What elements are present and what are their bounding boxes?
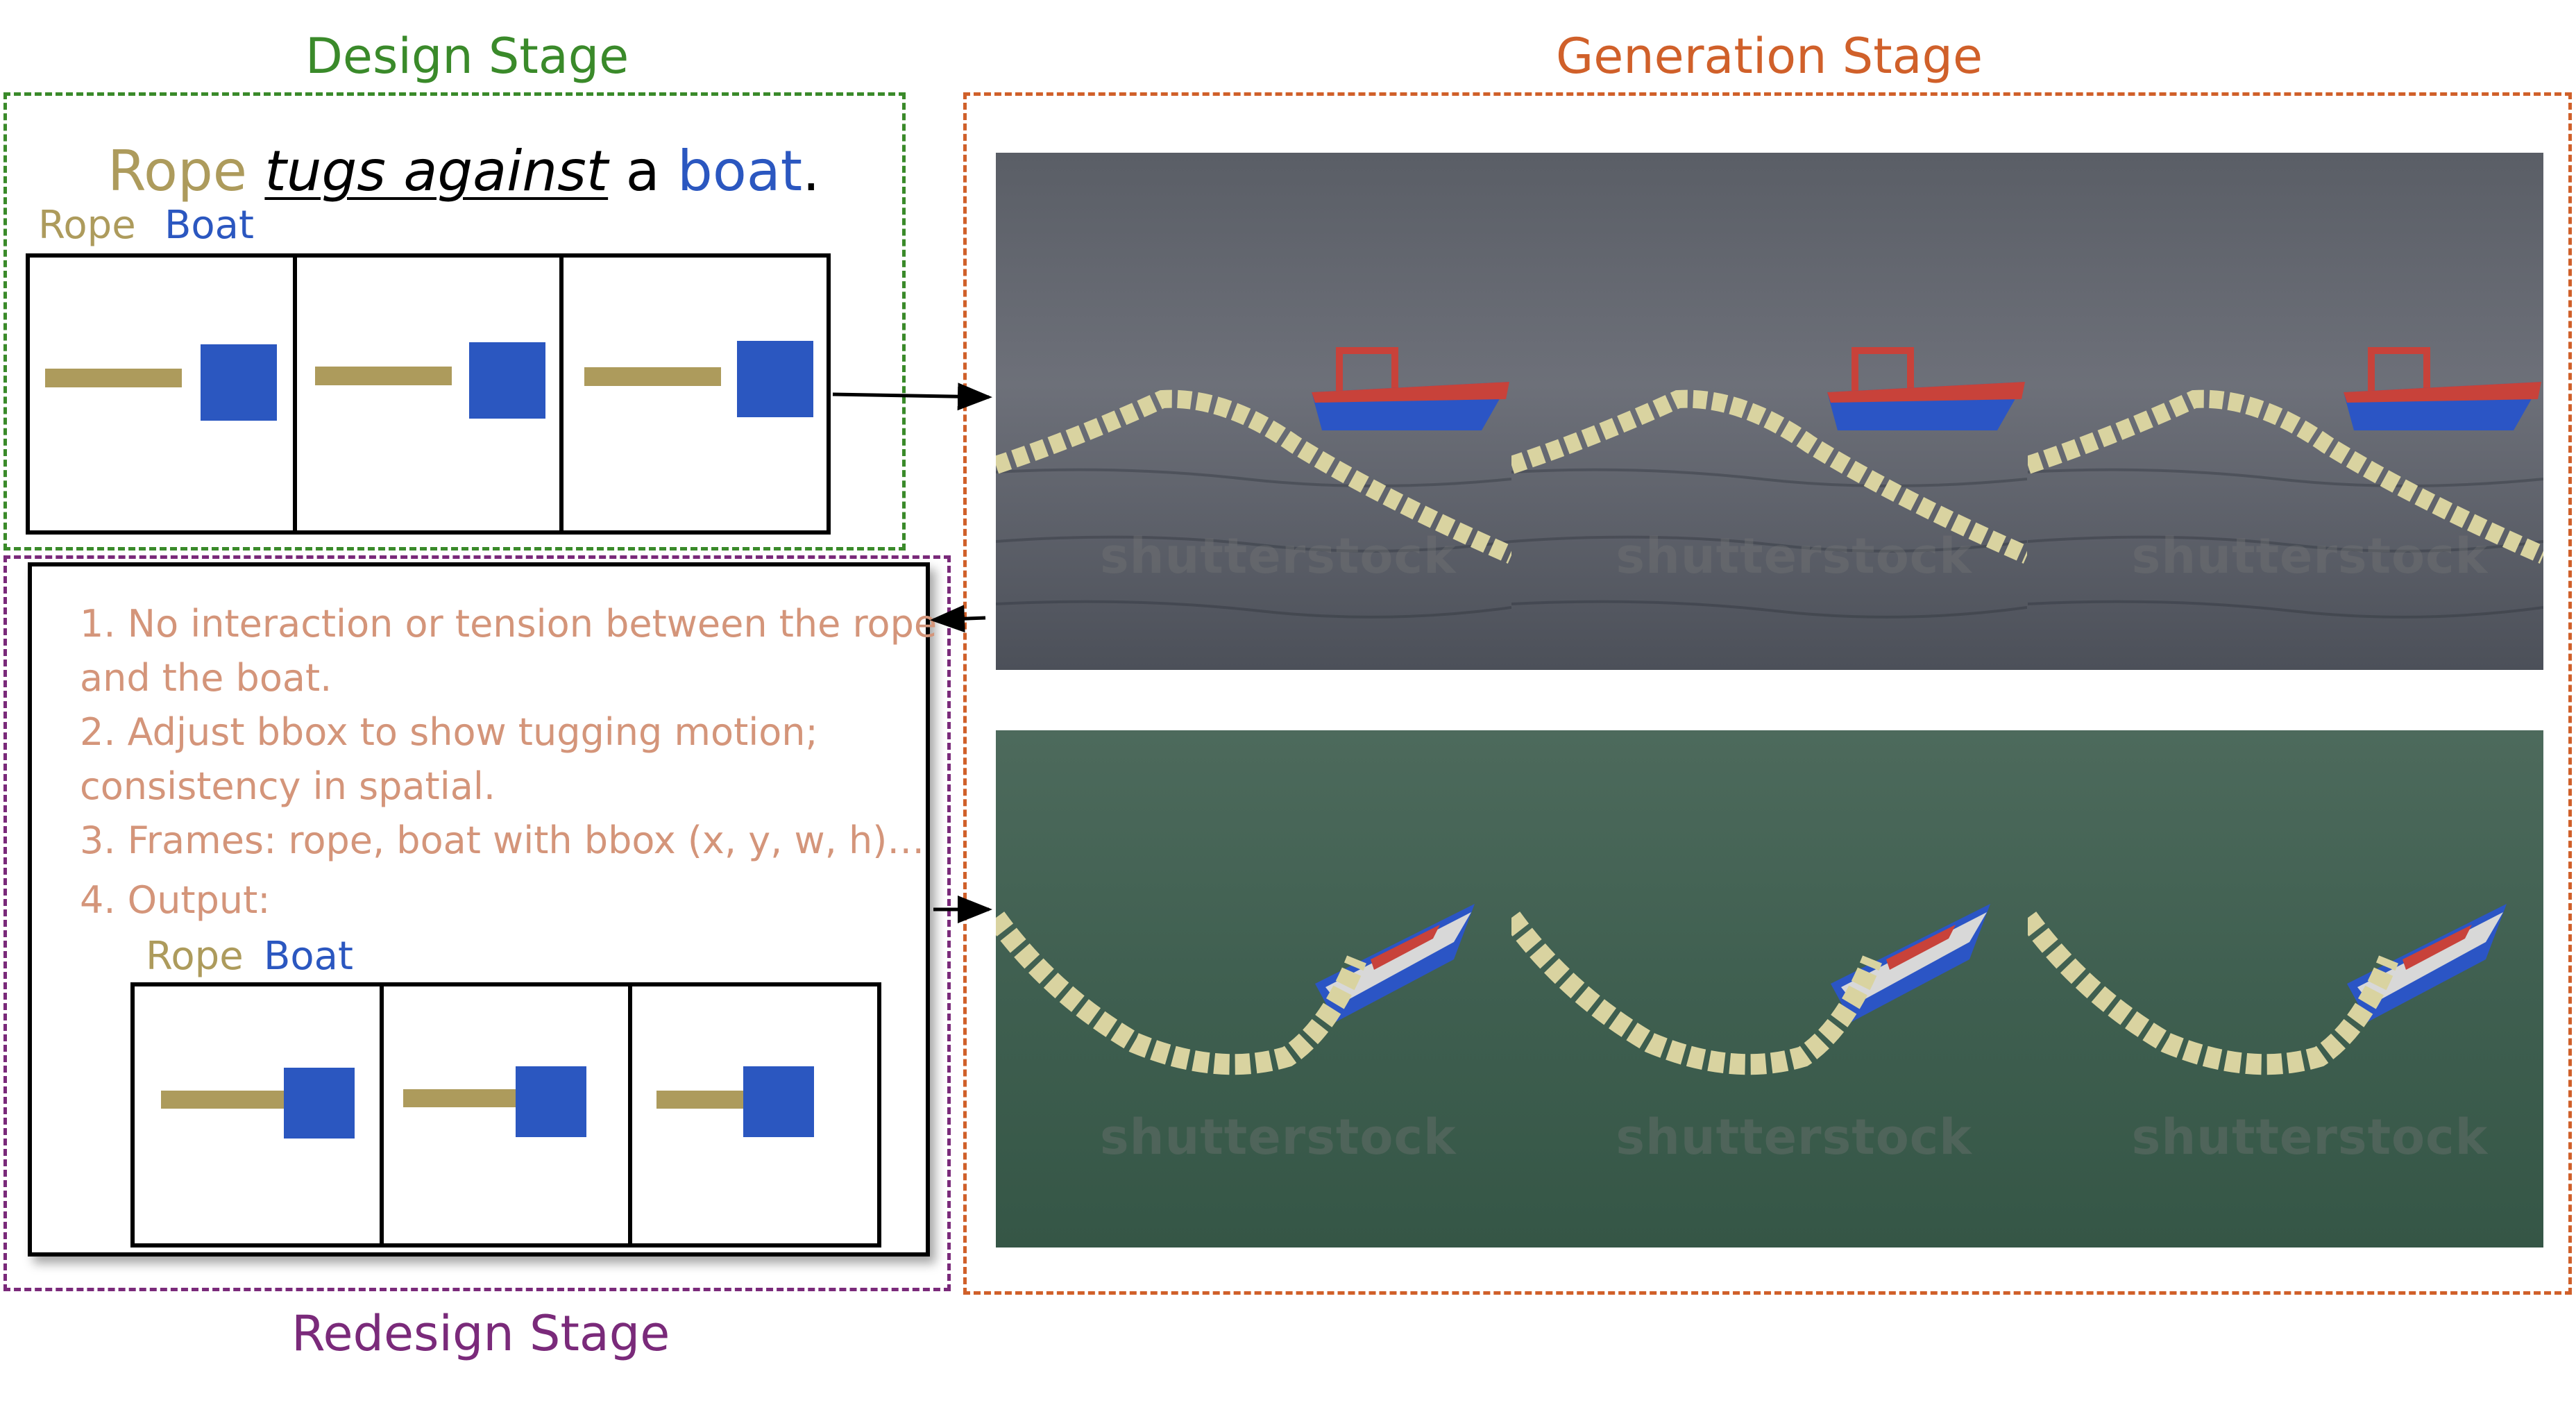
boat-rope-scene [2027,904,2507,1075]
generated-frame: shutterstock [996,153,1512,670]
design-stage-box [3,92,906,551]
rope-bbox [402,1089,521,1107]
prompt-subject: Rope [108,139,247,203]
design-legend-rope: Rope [38,203,136,248]
redesign-stage-title: Redesign Stage [291,1305,670,1362]
rope-bbox [656,1091,747,1109]
rope-bbox [45,369,182,387]
feedback-line: and the boat. [80,656,332,700]
feedback-line: 3. Frames: rope, boat with bbox (x, y, w… [80,818,925,862]
boat-rope-scene [1511,347,2028,619]
rope-bbox [584,367,722,386]
design-layout-strip [26,253,831,535]
generated-frame: shutterstock [2027,730,2543,1247]
boat-bbox [468,342,545,419]
redesign-stage-box [3,555,951,1291]
generation-row-1: shutterstock shutterstock shutterstock [996,153,2543,670]
prompt-sentence: Rope tugs against a boat. [108,139,820,203]
redesign-frame [628,986,877,1243]
generated-frame: shutterstock [1511,153,2028,670]
boat-rope-scene [1511,904,1991,1075]
feedback-line: consistency in spatial. [80,764,495,808]
watermark: shutterstock [2131,1109,2489,1166]
boat-bbox [201,344,277,421]
boat-bbox [737,341,814,417]
redesign-legend-boat: Boat [264,934,353,979]
generation-row-2: shutterstock shutterstock shutterstock [996,730,2543,1247]
watermark: shutterstock [1100,1109,1457,1166]
feedback-text: 1. No interaction or tension between the… [80,597,937,927]
boat-bbox [515,1066,586,1137]
generation-stage-title: Generation Stage [1556,28,1983,85]
design-frame [292,258,560,530]
watermark: shutterstock [2131,528,2489,585]
feedback-line: 1. No interaction or tension between the… [80,602,938,646]
redesign-frame [379,986,629,1243]
design-frame [30,258,293,530]
prompt-object: boat [677,139,803,203]
watermark: shutterstock [1616,528,1972,585]
redesign-frame [135,986,380,1243]
generated-frame: shutterstock [1511,730,2028,1247]
prompt-verb: tugs against [264,139,609,203]
feedback-line: 4. Output: [80,878,271,922]
prompt-period: . [802,139,820,203]
boat-rope-scene [996,904,1475,1075]
design-frame [559,258,827,530]
boat-rope-scene [996,347,1511,619]
design-legend-boat: Boat [164,203,254,248]
redesign-layout-strip [130,982,881,1247]
generated-frame: shutterstock [996,730,1512,1247]
redesign-legend-rope: Rope [146,934,244,979]
watermark: shutterstock [1100,528,1457,585]
design-stage-title: Design Stage [305,28,629,85]
prompt-article: a [625,139,660,203]
rope-bbox [161,1091,287,1109]
rope-bbox [314,367,452,385]
generation-stage-box [963,92,2572,1295]
boat-bbox [284,1068,355,1139]
watermark: shutterstock [1616,1109,1972,1166]
boat-rope-scene [2027,347,2543,619]
boat-bbox [743,1066,815,1137]
generated-frame: shutterstock [2027,153,2543,670]
feedback-line: 2. Adjust bbox to show tugging motion; [80,710,818,754]
